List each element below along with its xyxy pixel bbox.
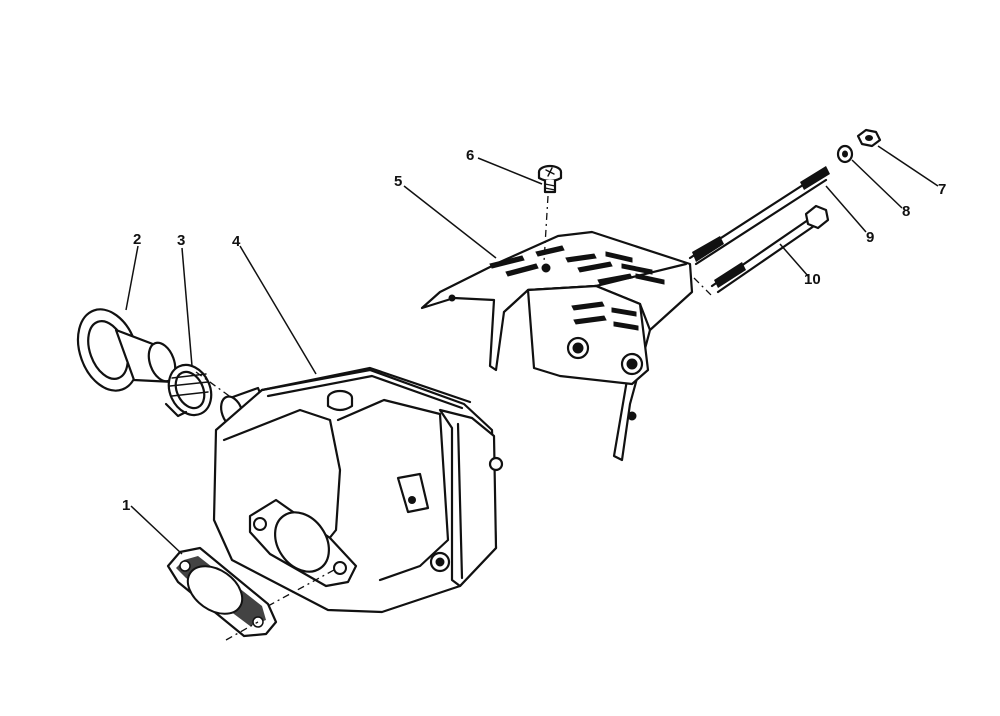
callout-10: 10	[804, 271, 821, 288]
callout-6: 6	[466, 147, 474, 164]
callout-labels: 1 2 3 4 5 6 7 8 9 10	[122, 147, 946, 514]
callout-4: 4	[232, 233, 241, 250]
callout-2: 2	[133, 231, 141, 248]
stud-part	[688, 166, 830, 266]
callout-5: 5	[394, 173, 402, 190]
bolt-part	[710, 204, 830, 294]
screw-part	[537, 164, 563, 194]
vent-slots	[489, 245, 665, 331]
gasket-part	[166, 546, 278, 638]
muffler-part	[212, 366, 504, 614]
leader-lines	[125, 145, 939, 555]
callout-8: 8	[902, 203, 910, 220]
assembly-centerlines	[195, 195, 713, 641]
shield-part	[420, 230, 694, 462]
callout-1: 1	[122, 497, 130, 514]
callout-9: 9	[866, 229, 874, 246]
deflector-part	[76, 308, 177, 392]
nut-part	[856, 128, 882, 148]
lock-washer-part	[836, 144, 854, 164]
callout-7: 7	[938, 181, 946, 198]
callout-3: 3	[177, 232, 185, 249]
